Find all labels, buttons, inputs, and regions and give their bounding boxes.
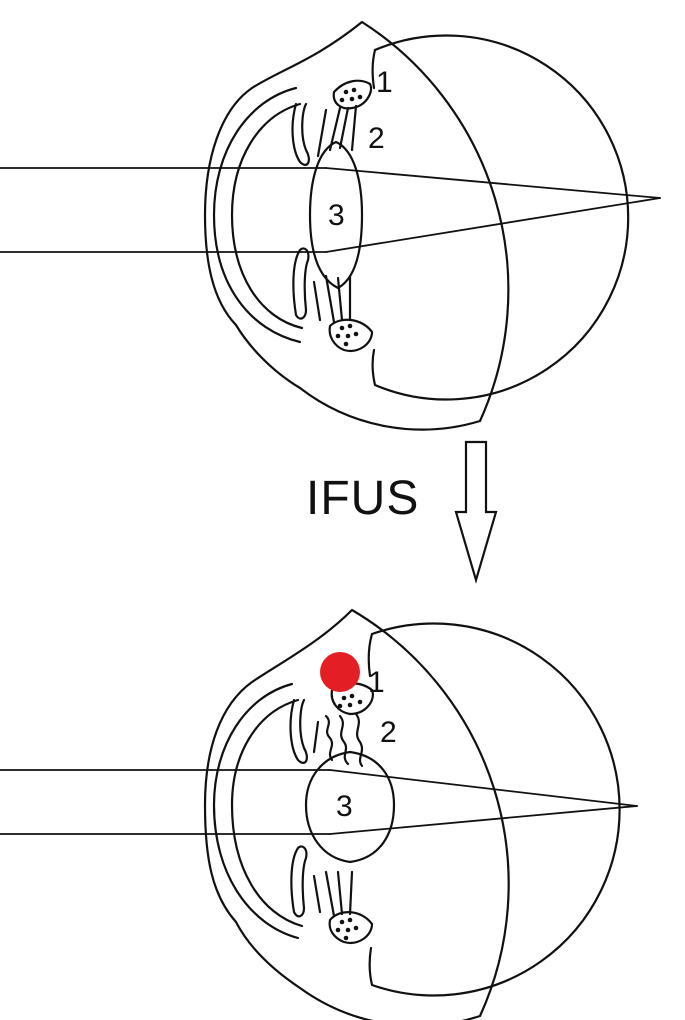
- bottom-iris-upper: [289, 698, 308, 764]
- bottom-cornea: [212, 682, 300, 940]
- top-label-2: 2: [368, 122, 385, 155]
- down-arrow: [454, 440, 498, 584]
- top-ciliary-upper: [332, 79, 373, 110]
- top-ciliary-dots: [335, 87, 363, 347]
- top-label-3: 3: [328, 199, 345, 232]
- ifus-focus-spot: [320, 652, 360, 692]
- ifus-label: IFUS: [306, 472, 419, 525]
- bottom-lens: [304, 750, 396, 864]
- bottom-iris-lower: [290, 845, 308, 918]
- top-eye: [0, 20, 661, 431]
- top-sclera-outer: [203, 20, 510, 431]
- bottom-label-1: 1: [368, 666, 385, 699]
- top-sclera-inner: [371, 34, 630, 401]
- bottom-ciliary-lower: [328, 911, 374, 944]
- bottom-label-3: 3: [336, 790, 353, 823]
- top-light-rays: [0, 167, 661, 253]
- top-iris-lower: [292, 247, 310, 320]
- bottom-sclera-outer: [203, 608, 510, 1020]
- top-label-1: 1: [376, 66, 393, 99]
- bottom-light-rays: [0, 769, 638, 835]
- bottom-eye: [0, 608, 638, 1020]
- bottom-sclera-inner: [368, 622, 621, 997]
- bottom-ciliary-dots: [335, 693, 363, 941]
- top-iris-upper: [291, 102, 310, 166]
- top-lens: [308, 140, 364, 290]
- bottom-label-2: 2: [380, 716, 397, 749]
- top-cornea: [212, 86, 302, 344]
